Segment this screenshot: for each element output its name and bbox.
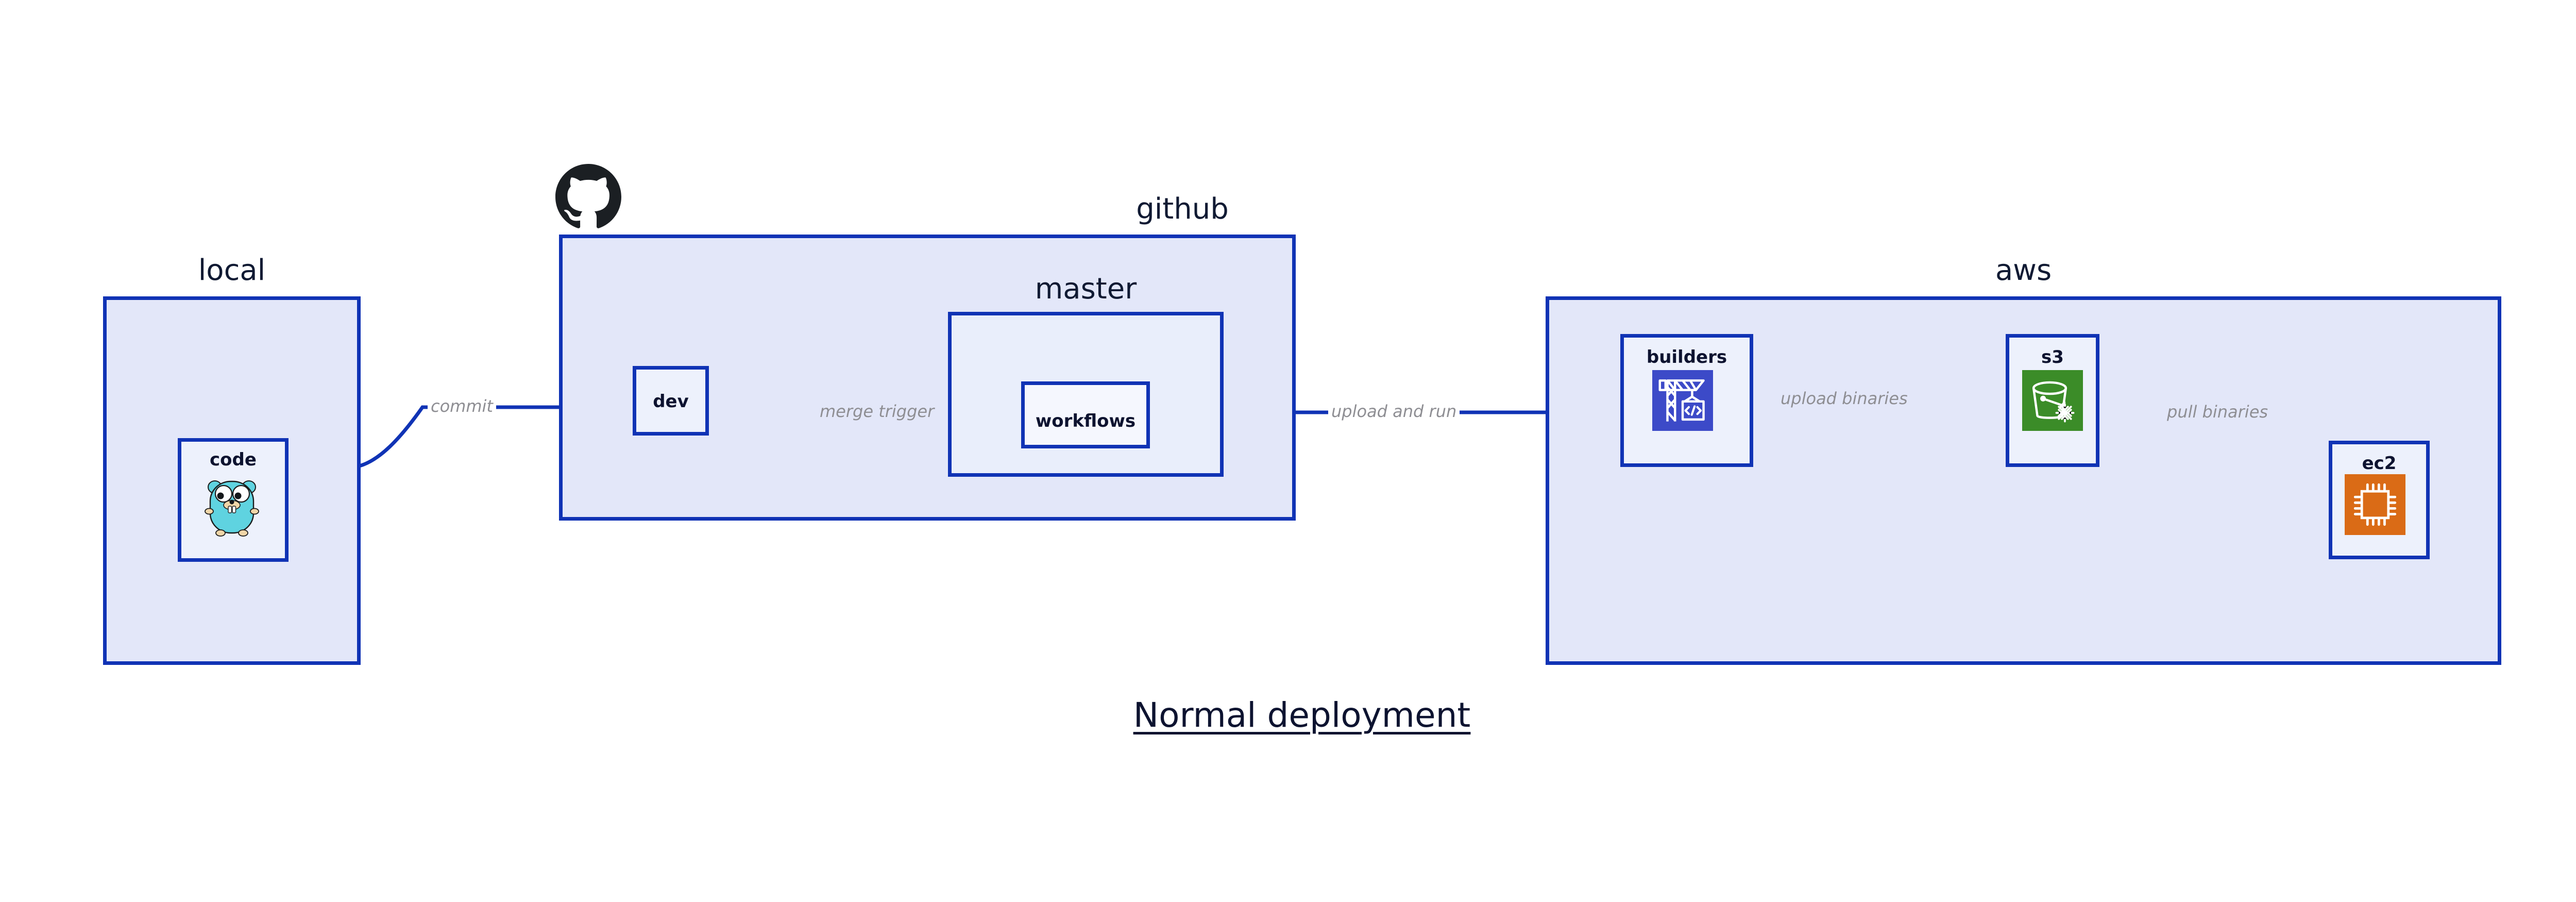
group-label-local: local bbox=[198, 254, 266, 287]
node-label-workflows: workflows bbox=[1035, 411, 1136, 431]
group-label-master: master bbox=[1035, 272, 1137, 306]
node-label-builders: builders bbox=[1646, 347, 1727, 368]
aws-ec2-chip-icon bbox=[2345, 474, 2405, 535]
page-title: Normal deployment bbox=[1133, 695, 1471, 735]
node-label-code: code bbox=[210, 449, 257, 470]
node-dev[interactable] bbox=[633, 366, 709, 436]
edge-label-upload-binaries: upload binaries bbox=[1777, 390, 1911, 407]
node-code[interactable] bbox=[178, 438, 289, 562]
go-gopher-icon bbox=[205, 480, 259, 537]
node-label-dev: dev bbox=[653, 391, 689, 412]
node-label-s3: s3 bbox=[2041, 347, 2064, 368]
group-label-github: github bbox=[1136, 192, 1229, 226]
github-octocat-icon bbox=[555, 164, 621, 228]
aws-builders-crane-icon bbox=[1652, 370, 1713, 431]
edge-label-commit: commit bbox=[428, 398, 496, 414]
edge-label-upload-and-run: upload and run bbox=[1328, 403, 1460, 420]
node-workflows[interactable] bbox=[1021, 381, 1150, 448]
aws-s3-bucket-icon bbox=[2022, 370, 2083, 431]
node-builders[interactable] bbox=[1620, 334, 1753, 467]
edge-label-merge-trigger: merge trigger bbox=[817, 403, 938, 420]
group-label-aws: aws bbox=[1995, 254, 2052, 287]
edge-label-pull-binaries: pull binaries bbox=[2164, 404, 2272, 420]
node-label-ec2: ec2 bbox=[2362, 453, 2397, 474]
